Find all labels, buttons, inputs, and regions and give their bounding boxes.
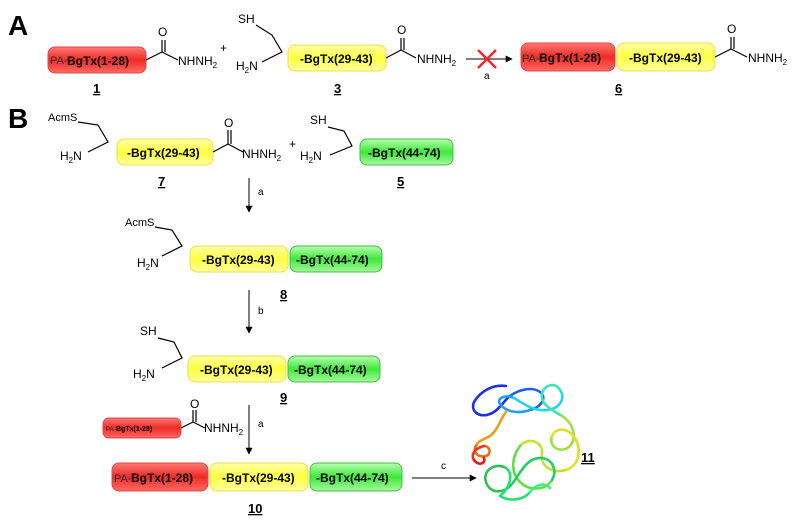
folding-arrow: c [412, 461, 477, 482]
amine-group: H2N [137, 256, 159, 272]
carbonyl-oxygen: O [397, 23, 406, 37]
pa-label: PA- [106, 427, 116, 433]
reaction-arrow-3: a PA- BgTx(1-28) O NHNH2 [102, 397, 264, 455]
carbonyl-oxygen: O [224, 116, 233, 130]
thiol-group: SH [238, 12, 255, 26]
segment-green-label: -BgTx(44-74) [294, 363, 367, 377]
condition-c: c [441, 461, 446, 472]
condition-a: a [258, 419, 264, 430]
segment-yellow [187, 355, 287, 383]
segment-yellow-label: -BgTx(29-43) [200, 363, 273, 377]
segment-red [520, 42, 616, 72]
compound-number-3: 3 [334, 81, 341, 96]
acm-thiol-group: AcmS [125, 217, 154, 229]
segment-green [359, 138, 454, 166]
carbonyl-oxygen: O [158, 25, 167, 39]
segment-yellow [189, 245, 289, 273]
pa-label: PA- [114, 473, 132, 485]
cross-icon [477, 49, 497, 69]
segment-red-label: BgTx(1-28) [131, 471, 193, 485]
segment-green [287, 355, 381, 383]
hydrazide-group: NHNH2 [242, 147, 282, 163]
condition-a: a [484, 71, 490, 82]
pa-label: PA- [50, 55, 68, 67]
acm-thiol-group: AcmS [48, 112, 77, 124]
panel-label-a: A [8, 10, 28, 41]
reagent-compound-1: PA- BgTx(1-28) O NHNH2 [102, 397, 244, 439]
hydrazide-group: NHNH2 [204, 421, 244, 437]
compound-5: SH H2N -BgTx(44-74) 5 [300, 113, 454, 189]
reaction-arrow-2: b [245, 290, 264, 334]
thiol-group: SH [140, 324, 157, 338]
compound-1: PA- BgTx(1-28) O NHNH2 1 [47, 25, 218, 96]
compound-number-6: 6 [615, 81, 622, 96]
compound-number-5: 5 [397, 174, 404, 189]
segment-green-label: -BgTx(44-74) [368, 146, 441, 160]
segment-yellow-label: -BgTx(29-43) [300, 52, 373, 66]
segment-red-label: BgTx(1-28) [67, 54, 129, 68]
segment-green [309, 462, 403, 492]
hydrazide-group: NHNH2 [178, 54, 218, 70]
pa-label: PA- [522, 53, 540, 65]
reaction-arrow-1: a [245, 178, 264, 213]
compound-6: PA- BgTx(1-28) -BgTx(29-43) O NHNH2 6 [520, 22, 788, 96]
segment-yellow-label: -BgTx(29-43) [629, 51, 702, 65]
hydrazide-group: NHNH2 [417, 52, 457, 68]
segment-red-label: BgTx(1-28) [116, 426, 152, 433]
compound-9: SH H2N -BgTx(29-43) -BgTx(44-74) 9 [133, 324, 381, 405]
segment-yellow [209, 462, 309, 492]
compound-number-8: 8 [280, 287, 287, 302]
amine-group: H2N [133, 367, 155, 383]
amine-group: H2N [300, 149, 322, 165]
compound-10: PA- BgTx(1-28) -BgTx(29-43) -BgTx(44-74)… [111, 462, 403, 516]
carbonyl-oxygen: O [190, 397, 199, 411]
segment-green [289, 245, 383, 273]
compound-number-10: 10 [248, 501, 262, 516]
amine-group: H2N [60, 149, 82, 165]
segment-red-label: BgTx(1-28) [539, 51, 601, 65]
segment-yellow-label: -BgTx(29-43) [202, 253, 275, 267]
thiol-group: SH [310, 113, 327, 127]
folded-protein-structure [471, 383, 580, 501]
condition-b: b [258, 306, 264, 317]
segment-yellow-label: -BgTx(29-43) [222, 471, 295, 485]
panel-label-b: B [8, 103, 28, 134]
compound-3: SH H2N -BgTx(29-43) O NHNH2 3 [236, 12, 457, 96]
plus-sign: + [289, 137, 296, 151]
compound-7: AcmS H2N -BgTx(29-43) O NHNH2 7 [48, 112, 282, 189]
segment-red [111, 462, 209, 492]
compound-number-1: 1 [93, 81, 100, 96]
plus-sign: + [220, 41, 227, 55]
carbonyl-oxygen: O [727, 22, 736, 36]
compound-8: AcmS H2N -BgTx(29-43) -BgTx(44-74) 8 [125, 217, 383, 302]
segment-green-label: -BgTx(44-74) [316, 471, 389, 485]
segment-yellow-label: -BgTx(29-43) [127, 146, 200, 160]
segment-green-label: -BgTx(44-74) [296, 253, 369, 267]
amine-group: H2N [236, 59, 258, 75]
condition-a: a [258, 187, 264, 198]
compound-number-7: 7 [158, 174, 165, 189]
compound-number-9: 9 [280, 390, 287, 405]
hydrazide-group: NHNH2 [748, 51, 788, 67]
compound-number-11: 11 [581, 450, 595, 465]
failed-reaction-arrow: a [466, 49, 513, 82]
